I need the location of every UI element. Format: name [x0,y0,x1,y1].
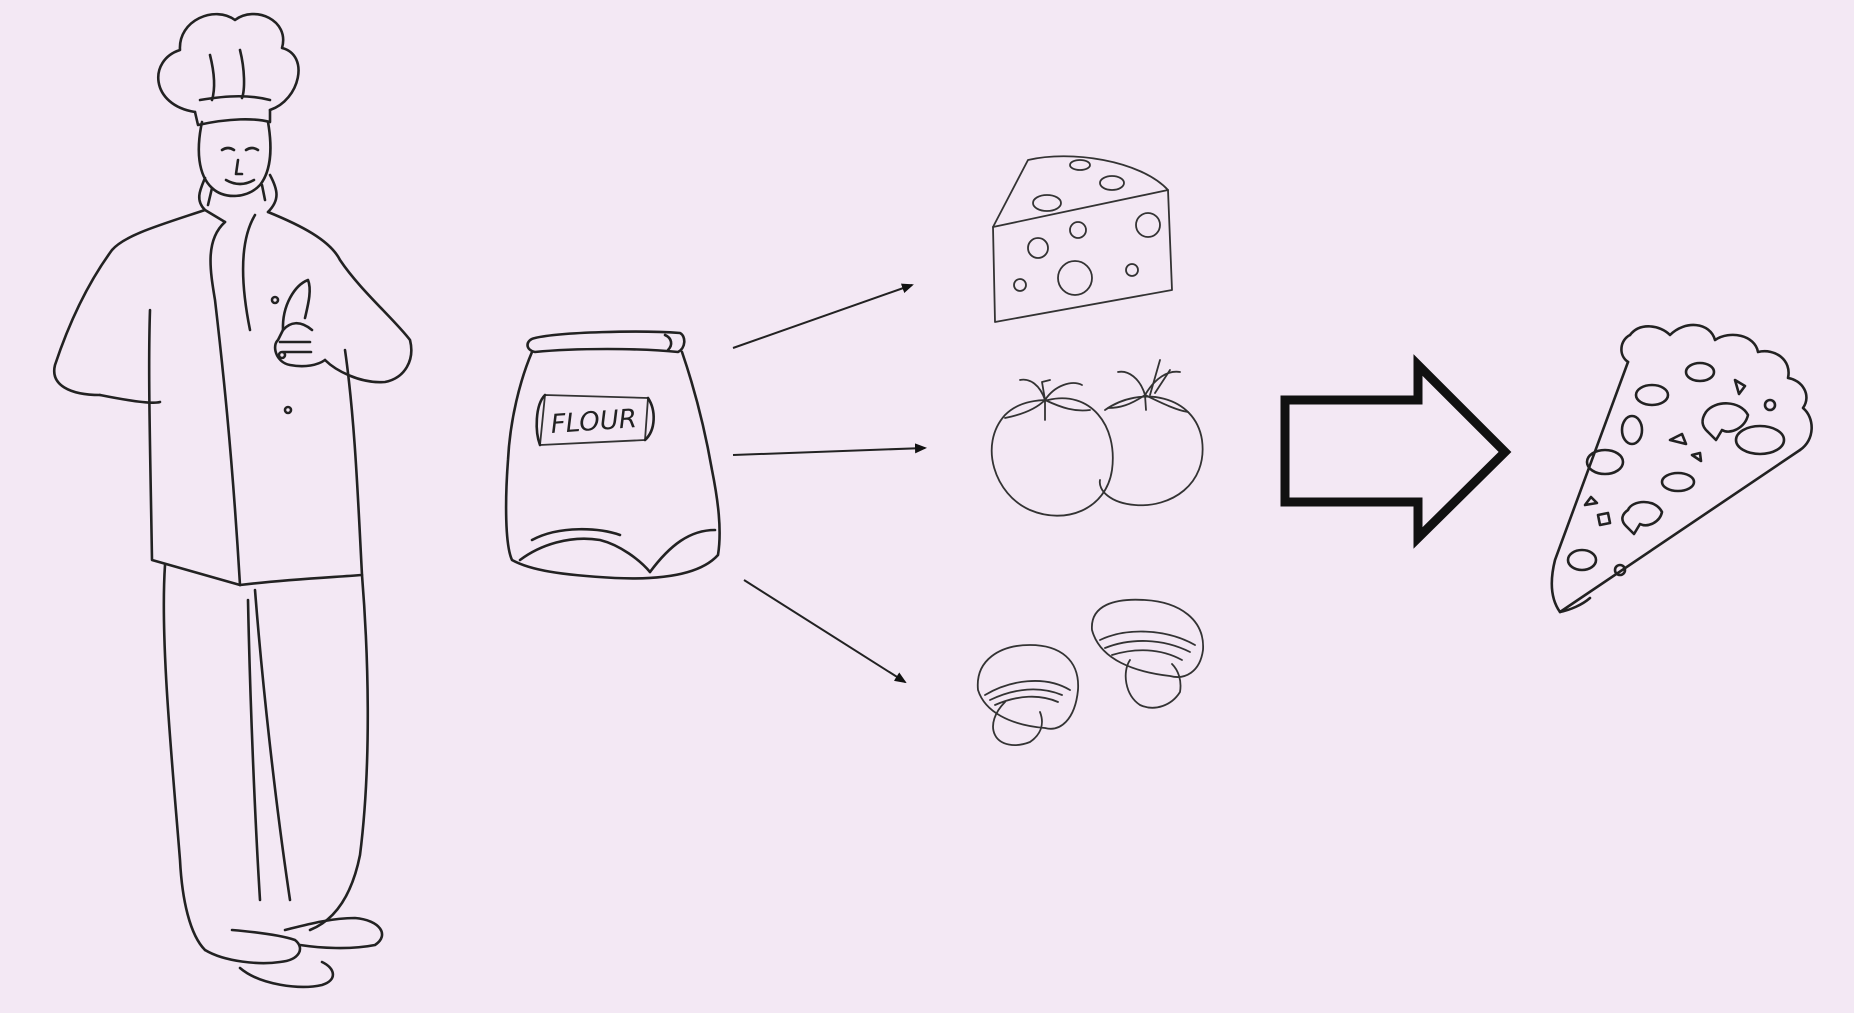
arrows-flour-to-ingredients [732,283,927,684]
chef-icon [52,12,413,989]
flour-label: FLOUR [550,404,638,440]
pizza-slice-icon [1550,323,1813,614]
arrow-flour-to-mushrooms [743,579,907,684]
arrow-flour-to-cheese [732,283,914,349]
flour-bag-icon [504,330,721,580]
big-arrow-to-pizza [1280,354,1512,549]
tomatoes-icon [990,359,1204,517]
cheese-icon [992,155,1173,323]
mushrooms-icon [977,598,1204,746]
arrow-flour-to-tomatoes [732,443,927,456]
